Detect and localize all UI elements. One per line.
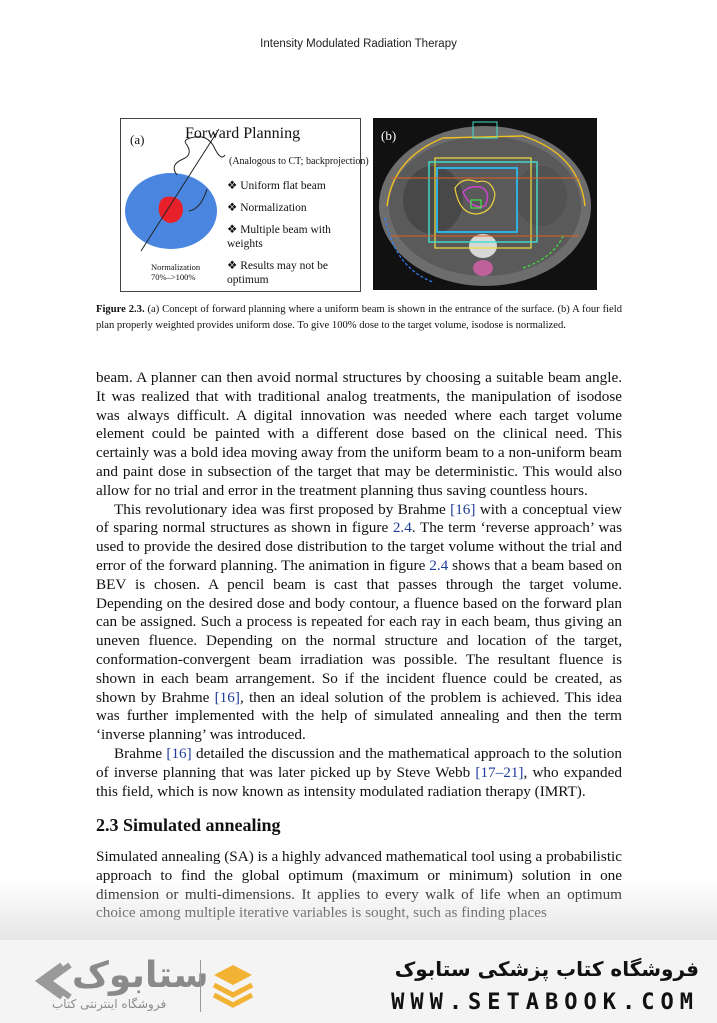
bullet-4: ❖ Results may not be optimum (227, 260, 329, 286)
footer-banner (0, 940, 717, 1023)
figure-link[interactable]: 2.4 (392, 519, 412, 537)
diamond-bullet-icon: ❖ (227, 180, 241, 192)
ct-isodose-image (373, 118, 597, 290)
panel-a-title: Forward Planning (185, 125, 301, 142)
body-column-upper: beam. A planner can then avoid normal st… (96, 369, 622, 801)
footer-divider (200, 960, 201, 1012)
panel-a-label: (a) (130, 132, 145, 147)
reference-link[interactable]: [17–21] (475, 763, 524, 781)
figure-panel-a: (a) Forward Planning (Analogous to CT; b… (120, 118, 369, 292)
figure-link[interactable]: 2.4 (429, 556, 449, 574)
paragraph-3: Brahme [16] detailed the discussion and … (96, 744, 622, 800)
chevron-logo-icon (34, 962, 72, 1000)
isodose-curve (188, 188, 208, 212)
diamond-bullet-icon: ❖ (227, 202, 241, 214)
target-volume (158, 196, 183, 223)
caption-text: (a) Concept of forward planning where a … (96, 304, 622, 331)
store-url[interactable]: WWW.SETABOOK.COM (391, 990, 699, 1015)
reference-link[interactable]: [16] (214, 688, 240, 706)
beam-axis-line (140, 128, 220, 252)
beam-profile-curve (173, 136, 226, 176)
layers-logo-icon (212, 965, 254, 1008)
liver-region (403, 166, 463, 234)
forward-planning-diagram (125, 128, 226, 252)
logo-wordmark: ستابوک (72, 955, 210, 996)
figure-panel-b: (b) (373, 118, 597, 290)
reference-link[interactable]: [16] (450, 500, 476, 518)
setabook-logo[interactable]: ستابوک فروشگاه اینترنتی کتاب (32, 955, 282, 1015)
section-heading: 2.3 Simulated annealing (96, 815, 281, 835)
bullet-2: ❖ Normalization (227, 202, 307, 214)
caption-label: Figure 2.3. (96, 304, 145, 315)
bullet-1: ❖ Uniform flat beam (227, 180, 326, 192)
store-name: فروشگاه کتاب پزشکی ستابوک (394, 957, 699, 981)
reference-link[interactable]: [16] (166, 744, 192, 762)
panel-b-label: (b) (381, 128, 397, 143)
running-head: Intensity Modulated Radiation Therapy (260, 38, 457, 50)
logo-subtitle: فروشگاه اینترنتی کتاب (52, 997, 167, 1011)
diamond-bullet-icon: ❖ (227, 224, 241, 236)
paragraph-2: This revolutionary idea was first propos… (96, 500, 622, 744)
bullet-3: ❖ Multiple beam with weights (227, 224, 331, 250)
diamond-bullet-icon: ❖ (227, 260, 241, 272)
figure-caption: Figure 2.3. (a) Concept of forward plann… (96, 302, 622, 334)
paragraph-1: beam. A planner can then avoid normal st… (96, 369, 622, 499)
vertebra (469, 234, 497, 258)
analog-note: (Analogous to CT; backprojection) (229, 156, 369, 167)
normalization-note: Normalization 70%–>100% (151, 262, 201, 282)
